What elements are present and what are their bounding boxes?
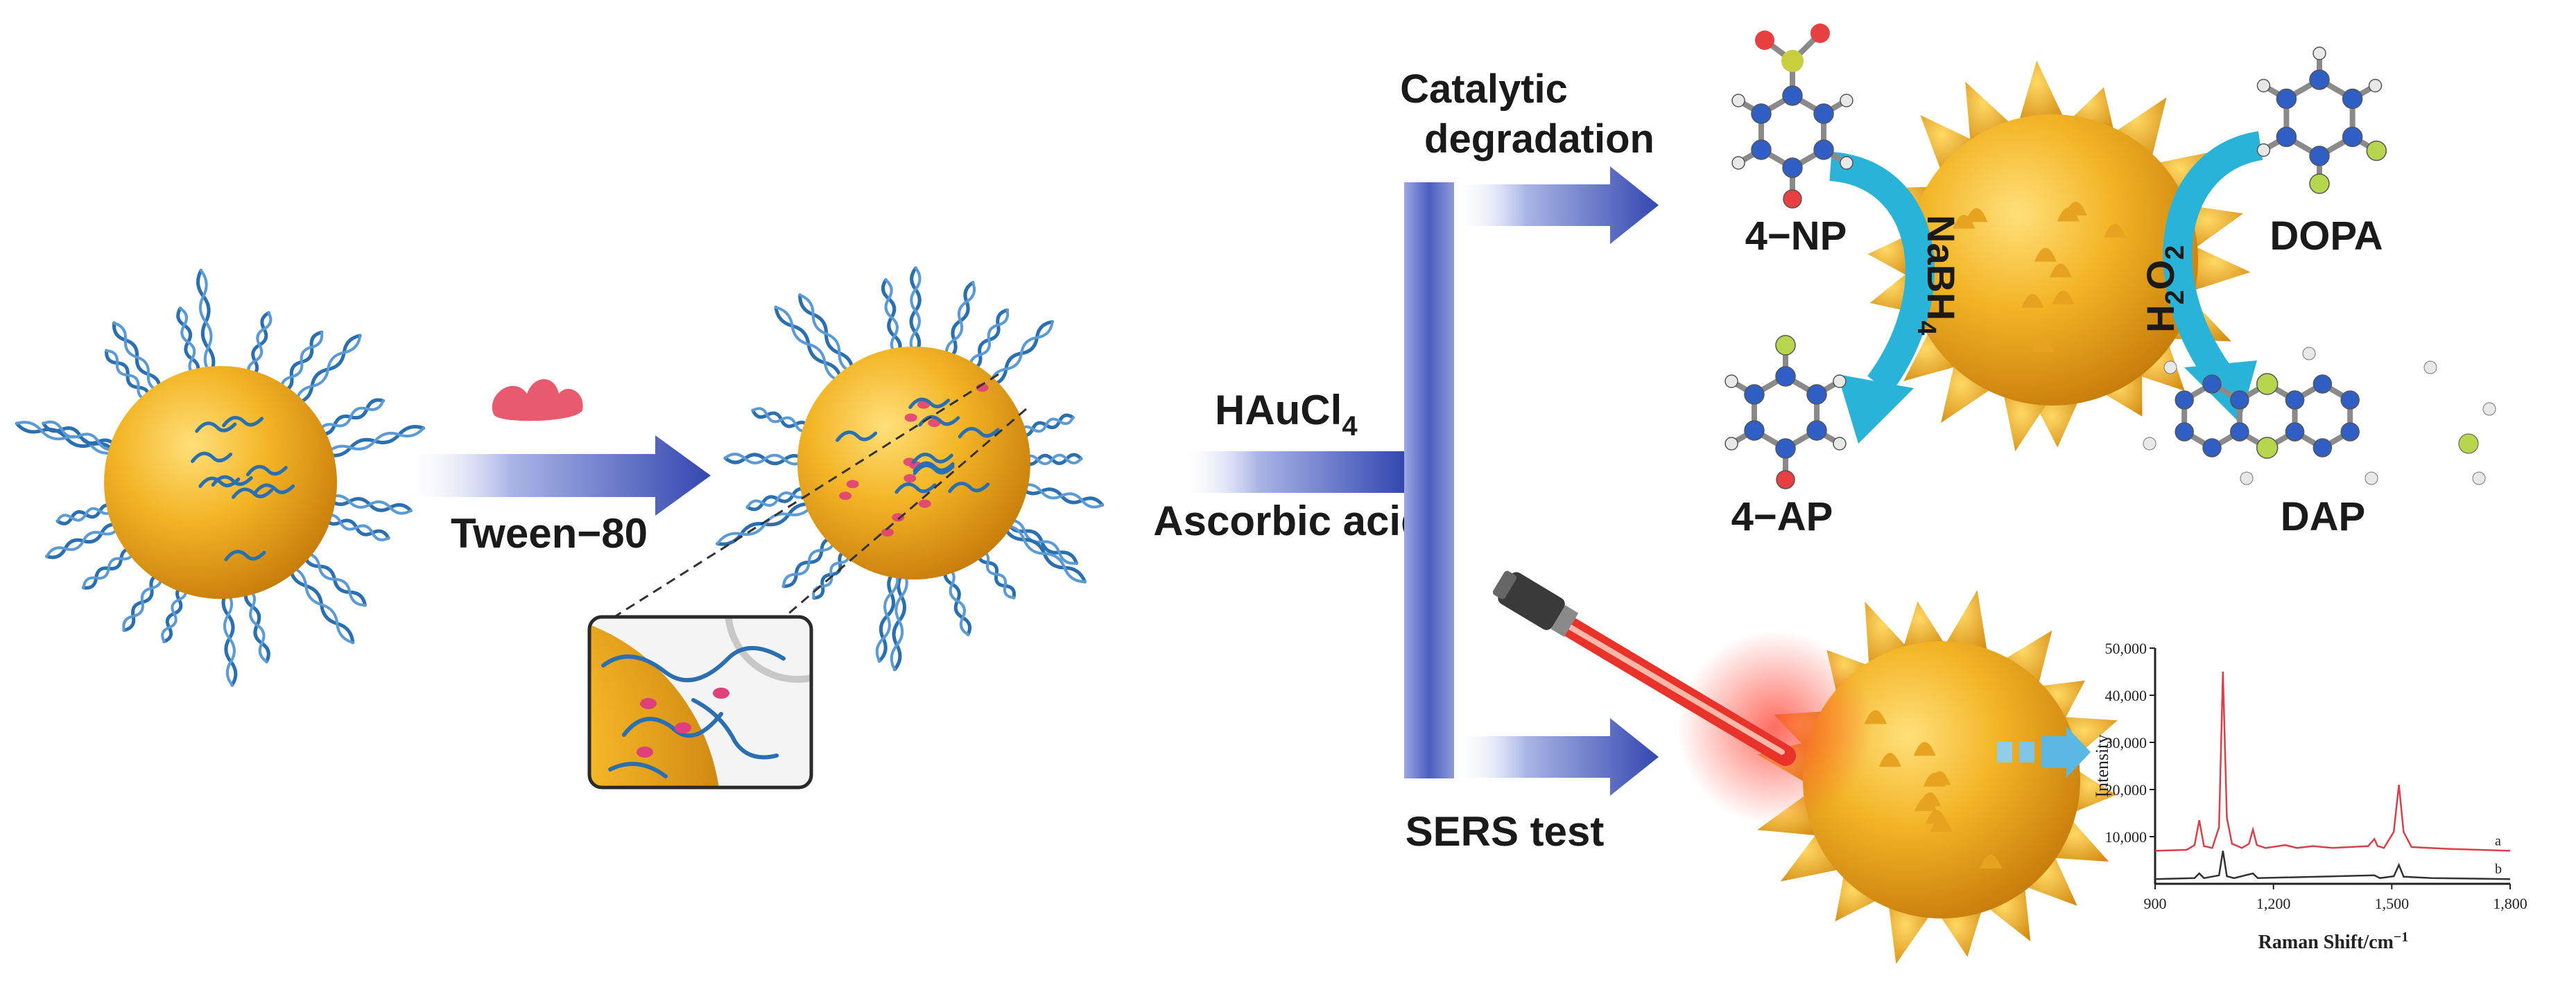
h2o2-2a: 2 [2161, 290, 2190, 304]
spectrum-arrow [1997, 726, 2091, 778]
laser-glow [1678, 631, 1872, 825]
ap-label: 4−AP [1731, 494, 1833, 539]
catalytic-label-line1: Catalytic [1400, 67, 1568, 112]
series-line-a [2154, 671, 2511, 852]
dna-strands-2 [716, 266, 1105, 672]
catalytic-label-line2: degradation [1424, 116, 1654, 162]
x-axis-label: Raman Shift/cm−1 [2258, 930, 2409, 953]
zoom-line-1 [603, 373, 999, 625]
h2o2-h: H [2138, 305, 2182, 333]
molecule-dap [2143, 347, 2496, 485]
x-tick-label: 1,500 [2375, 895, 2410, 912]
y-tick-label: 30,000 [2105, 734, 2147, 751]
dna-front-strands-1 [191, 416, 295, 561]
x-axis-label-sup: −1 [2394, 930, 2408, 945]
arrow-tween: Tween−80 [402, 379, 711, 557]
dna-gold-nanoparticle-2 [716, 266, 1105, 672]
molecule-4-ap [1724, 335, 1847, 489]
sers-branch-arrow [1454, 718, 1659, 796]
y-tick-label: 20,000 [2105, 781, 2147, 799]
x-tick-labels: 900 1,200 1,500 1,800 [2144, 884, 2527, 912]
tween-80-molecule-icon [492, 379, 583, 421]
x-tick-label: 900 [2144, 895, 2167, 912]
series-lines: ab [2154, 671, 2511, 880]
split-bar [1404, 182, 1454, 778]
y-tick-label: 40,000 [2105, 687, 2147, 704]
catalytic-branch-arrow [1454, 166, 1659, 244]
molecule-4-np [1731, 24, 1853, 209]
tween-patches [839, 383, 989, 537]
arrow-shape [1179, 451, 1404, 493]
laser-pointer-icon [1492, 570, 1579, 637]
dna-front-strands-2 [836, 397, 1000, 494]
y-tick-label: 50,000 [2105, 640, 2147, 657]
laser [1492, 570, 1872, 825]
dap-label: DAP [2281, 494, 2365, 539]
series-line-b [2154, 851, 2511, 880]
haucl4-subscript: 4 [1342, 411, 1358, 442]
molecule-dopa [2256, 46, 2387, 194]
series-label-a: a [2495, 833, 2501, 848]
np-label: 4−NP [1745, 213, 1847, 259]
x-tick-label: 1,800 [2493, 895, 2527, 912]
haucl4-main: HAuCl [1215, 387, 1342, 433]
sers-test-label: SERS test [1406, 808, 1605, 855]
nabh4-label: NaBH4 [1912, 215, 1963, 335]
zoom-line-2 [776, 408, 1027, 625]
dna-strands-1 [15, 268, 426, 687]
nabh4-main: NaBH [1919, 215, 1963, 320]
y-axis-label: Intensity [2092, 735, 2112, 798]
h2o2-2b: 2 [2161, 245, 2190, 260]
raman-spectrum-chart: 10,000 20,000 30,000 40,000 50,000 900 1,200 1… [2092, 640, 2527, 953]
arrow-shape [402, 435, 711, 516]
x-axis-label-main: Raman Shift/cm [2258, 932, 2394, 953]
y-tick-labels: 10,000 20,000 30,000 40,000 50,000 [2105, 640, 2155, 846]
nabh4-subscript: 4 [1912, 320, 1941, 335]
h2o2-label: H2O2 [2138, 245, 2190, 333]
series-label-b: b [2495, 862, 2502, 877]
h2o2-o: O [2138, 260, 2182, 290]
arrow-hauc: HAuCl4 Ascorbic acid [1153, 387, 1426, 544]
cyan-arrow-left [1829, 152, 1935, 444]
dopa-label: DOPA [2270, 213, 2383, 259]
tween-80-label: Tween−80 [451, 510, 648, 557]
haucl4-label: HAuCl4 [1215, 387, 1358, 442]
ascorbic-acid-label: Ascorbic acid [1153, 498, 1426, 544]
y-tick-label: 10,000 [2105, 828, 2147, 846]
dna-gold-nanoparticle-1 [15, 268, 426, 687]
zoom-inset [587, 615, 813, 790]
x-tick-label: 1,200 [2256, 895, 2291, 912]
